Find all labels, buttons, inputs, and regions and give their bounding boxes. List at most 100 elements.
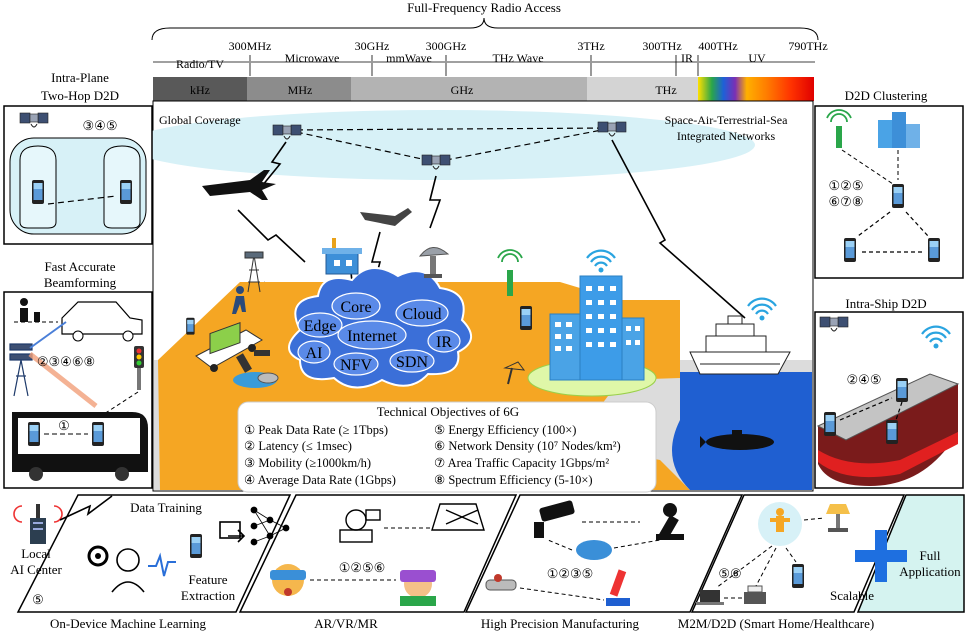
satellite-dish-icon [418,247,450,278]
band-thz [587,77,698,101]
green-antenna-icon [497,249,523,296]
objectives-title: Technical Objectives of 6G [377,404,519,419]
range-uv: UV [748,51,766,65]
boundary-300mhz: 300MHz [229,39,272,53]
scalable-box [856,494,965,613]
cloud-term-cloud: Cloud [402,306,441,323]
spectrum-header: Full-Frequency Radio Access 300MHz 30GHz… [151,0,828,101]
objective-7: ⑦ Area Traffic Capacity 1Gbps/m² [434,456,609,470]
band-optical [698,77,814,101]
signal-wave-icon [148,552,176,577]
panel-d2d-clustering: D2D Clustering ①②⑤ ⑥⑦⑧ [814,88,964,279]
objective-8: ⑧ Spectrum Efficiency (5-10×) [434,473,593,487]
ar-title: AR/VR/MR [314,616,378,631]
intra-plane-title-2: Two-Hop D2D [41,88,119,103]
panel-intra-ship: Intra-Ship D2D ②④⑤ [814,296,964,489]
boundary-30ghz: 30GHz [355,39,390,53]
feature-line2: Extraction [181,588,236,603]
spectrum-brace [151,17,819,41]
range-ir: IR [681,51,693,65]
mfg-title: High Precision Manufacturing [481,616,640,631]
intra-plane-phone-left [32,180,44,204]
cloud-term-sdn: SDN [396,354,428,371]
objective-4: ④ Average Data Rate (1Gbps) [244,473,396,487]
band-khz-label: kHz [190,83,210,97]
cloud-icon [576,540,612,560]
full-application-line2: Application [899,564,961,579]
vr-user-right-icon [400,570,436,606]
factory-robot-icon [656,503,684,540]
truck-icon [195,321,263,372]
d2d-tags-1: ①②⑤ [829,178,864,193]
bus-tag: ① [58,418,70,433]
band-ghz-label: GHz [451,83,474,97]
drone-icon [360,208,412,226]
range-mmwave: mmWave [386,51,432,65]
vr-brain-icon [339,509,381,543]
intra-plane-tags: ③④⑤ [83,118,118,133]
sagsin-title-line2: Integrated Networks [677,129,776,143]
band-mhz-label: MHz [288,83,313,97]
land-phone-icon [520,306,532,330]
export-icon [219,521,246,543]
city-buildings [549,275,645,381]
ship-phone-2 [896,378,908,402]
band-mhz [247,77,351,101]
objective-5: ⑤ Energy Efficiency (100×) [434,423,576,437]
objective-6: ⑥ Network Density (10⁷ Nodes/km²) [434,439,621,453]
robot-arm-icon [233,350,279,388]
ar-tags: ①②⑤⑥ [339,560,386,575]
laptop-icon [696,590,724,605]
data-training-label: Data Training [130,500,202,515]
beamforming-title-1: Fast Accurate [44,259,115,274]
sagsin-title-line1: Space-Air-Terrestrial-Sea [665,113,789,127]
full-application-line1: Full [920,548,941,563]
local-ai-tower-icon [13,504,63,544]
global-coverage-label: Global Coverage [159,113,241,127]
cruise-ship-icon [689,315,791,375]
range-thz-wave: THz Wave [492,51,543,65]
airplane-icon [202,170,276,200]
d2d-phone-left [844,238,856,262]
cloud-term-internet: Internet [347,328,397,345]
d2d-buildings-icon [878,112,920,148]
healthcare-body-icon [758,502,802,546]
desk-lamp-icon [826,504,850,532]
vr-user-left-icon [270,564,306,596]
plus-icon [855,530,907,582]
panel-beamforming: Fast Accurate Beamforming ②③④⑥⑧ [3,259,153,489]
vr-headset-icon [431,503,485,531]
cloud-term-edge: Edge [304,318,337,335]
station-building-icon [322,238,362,275]
boundary-300thz: 300THz [642,39,681,53]
intra-ship-tags: ②④⑤ [847,372,882,387]
intra-plane-phone-right [120,180,132,204]
central-scene: Global Coverage Space-Air-Terrestrial-Se… [125,100,814,493]
cloud-term-ai: AI [306,345,323,362]
beamforming-title-2: Beamforming [44,275,117,290]
panel-intra-plane: Intra-Plane Two-Hop D2D ③④⑤ [3,70,153,245]
network-cloud [288,267,472,389]
beamforming-pedestrian-icon [20,298,40,322]
ml-phone-icon [190,534,202,558]
ml-title: On-Device Machine Learning [50,616,206,631]
feature-line1: Feature [189,572,228,587]
cloud-term-core: Core [340,299,371,316]
pipe-icon [485,574,517,591]
printer-icon [744,585,766,604]
gear-icon [87,545,109,567]
d2d-antenna-icon [826,109,852,148]
cell-tower-icon [244,251,264,293]
robot-arm-red-icon [606,569,630,606]
center-phone-icon [186,317,195,335]
d2d-clustering-title: D2D Clustering [845,88,928,103]
range-microwave: Microwave [285,51,340,65]
bottom-band: Local AI Center ⑤ Data Training Feature [10,494,965,631]
security-camera-icon [534,500,575,538]
objective-1: ① Peak Data Rate (≥ 1Tbps) [244,423,388,437]
boundary-3thz: 3THz [577,39,604,53]
neural-network-icon [250,506,290,546]
band-thz-label: THz [655,83,676,97]
objective-2: ② Latency (≤ 1msec) [244,439,352,453]
